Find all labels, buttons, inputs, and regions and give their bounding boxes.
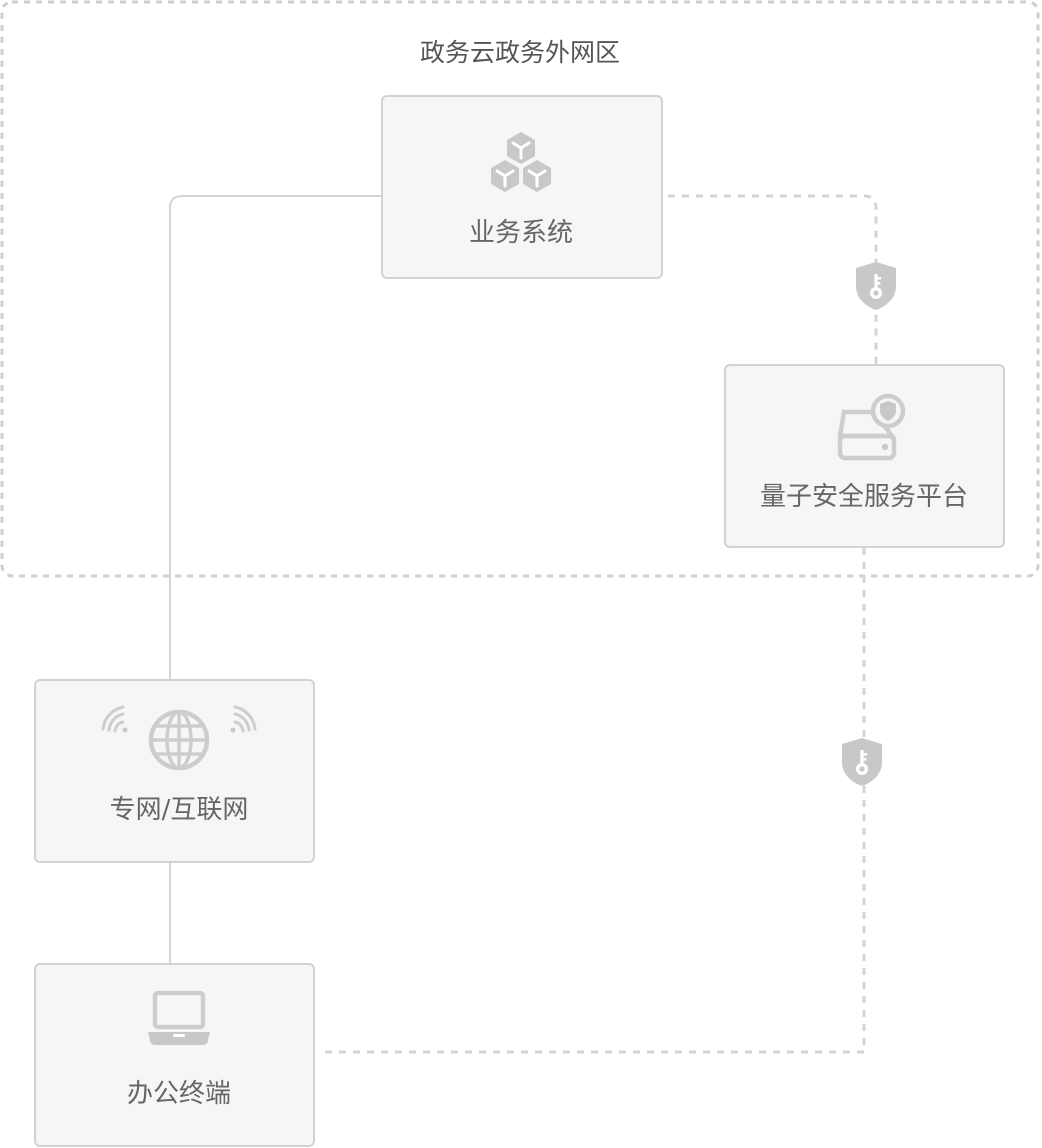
node-label: 专网/互联网: [110, 795, 249, 825]
node-quantum-security-platform[interactable]: 量子安全服务平台: [724, 364, 1005, 548]
node-label: 量子安全服务平台: [760, 482, 968, 512]
node-label: 业务系统: [469, 218, 573, 248]
node-label: 办公终端: [127, 1079, 231, 1109]
shield-key-icon: [842, 738, 882, 786]
node-business-system[interactable]: 业务系统: [381, 95, 663, 279]
secure-server-icon: [837, 393, 906, 461]
node-box: [34, 679, 315, 863]
link-business-to-network: [169, 195, 382, 680]
node-box: [34, 963, 315, 1147]
node-office-terminal[interactable]: 办公终端: [34, 963, 315, 1147]
zone-title: 政务云政务外网区: [420, 38, 620, 67]
node-private-network-internet[interactable]: 专网/互联网: [34, 679, 315, 863]
shield-key-icon: [856, 262, 896, 310]
node-box: [381, 95, 663, 279]
cubes-icon: [491, 132, 551, 192]
encrypted-link-platform-to-terminal: [322, 548, 866, 1054]
encrypted-link-business-to-platform: [668, 194, 878, 364]
globe-wifi-icon: [101, 705, 257, 771]
laptop-icon: [148, 990, 210, 1045]
zone-boundary: [0, 0, 1040, 578]
